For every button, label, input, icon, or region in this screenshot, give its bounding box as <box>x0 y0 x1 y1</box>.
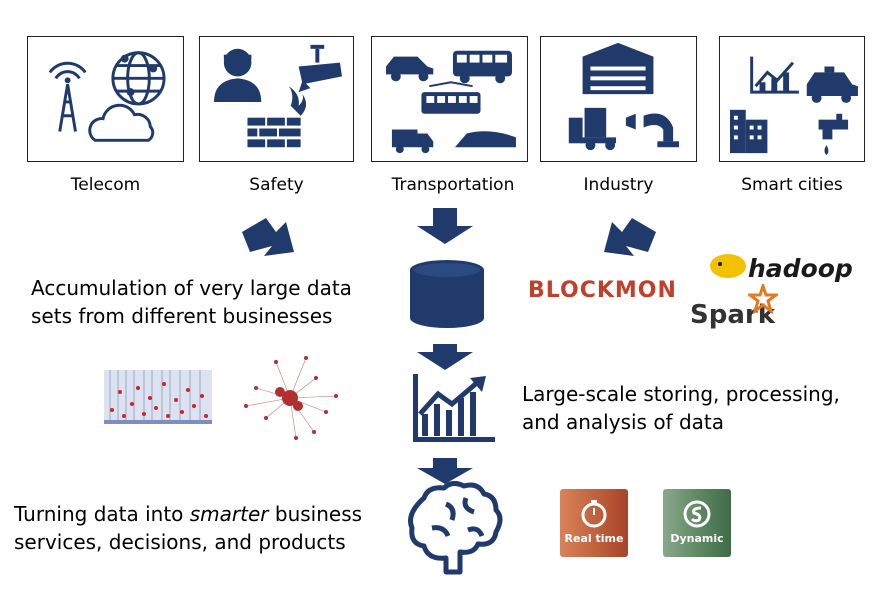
turning-line-2: services, decisions, and products <box>14 530 346 554</box>
storing-text: Large-scale storing, processing, and ana… <box>522 380 840 436</box>
caption-smart-cities: Smart cities <box>741 175 843 195</box>
dynamic-icon <box>683 500 711 528</box>
turning-text: Turning data into smarter business servi… <box>14 500 362 556</box>
event-timeline-plot <box>104 370 212 424</box>
brain-icon <box>408 480 503 575</box>
hadoop-elephant-icon <box>710 254 746 278</box>
storing-line-2: and analysis of data <box>522 410 725 434</box>
database-icon <box>410 260 484 328</box>
industry-icon <box>568 42 680 151</box>
industry-box <box>540 36 697 162</box>
accumulation-line-1: Accumulation of very large data <box>31 276 352 300</box>
smarter-emphasis: smarter <box>189 502 269 526</box>
turning-line-1: Turning data into smarter business <box>14 502 363 526</box>
caption-telecom: Telecom <box>70 175 141 195</box>
realtime-label: Real time <box>564 532 624 545</box>
analytics-chart-icon <box>413 374 495 442</box>
telecom-icon <box>48 51 166 142</box>
stopwatch-icon <box>581 500 607 528</box>
safety-box <box>199 36 354 162</box>
network-graph-plot <box>244 356 338 440</box>
telecom-box <box>27 36 184 162</box>
spark-star-icon <box>748 284 778 314</box>
arrow-down-top-icon <box>417 208 473 244</box>
arrow-down-bottom-icon <box>417 458 473 484</box>
hadoop-logo: hadoop <box>748 254 853 283</box>
caption-industry: Industry <box>583 175 654 195</box>
realtime-badge: Real time <box>560 489 628 557</box>
arrow-diagonal-left-icon <box>242 218 294 256</box>
transportation-box <box>371 36 528 162</box>
smart-cities-icon <box>730 56 858 156</box>
accumulation-text: Accumulation of very large data sets fro… <box>31 274 352 330</box>
accumulation-line-2: sets from different businesses <box>31 304 333 328</box>
dynamic-badge: Dynamic <box>663 489 731 557</box>
smart-cities-box <box>719 36 865 162</box>
dynamic-label: Dynamic <box>670 532 724 545</box>
caption-safety: Safety <box>249 175 304 195</box>
blockmon-logo: BLOCKMON <box>528 278 677 303</box>
arrow-down-middle-icon <box>417 344 473 370</box>
arrow-diagonal-right-icon <box>604 218 656 256</box>
safety-icon <box>214 44 342 148</box>
storing-line-1: Large-scale storing, processing, <box>522 382 840 406</box>
caption-transportation: Transportation <box>391 175 515 195</box>
transportation-icon <box>386 50 516 154</box>
